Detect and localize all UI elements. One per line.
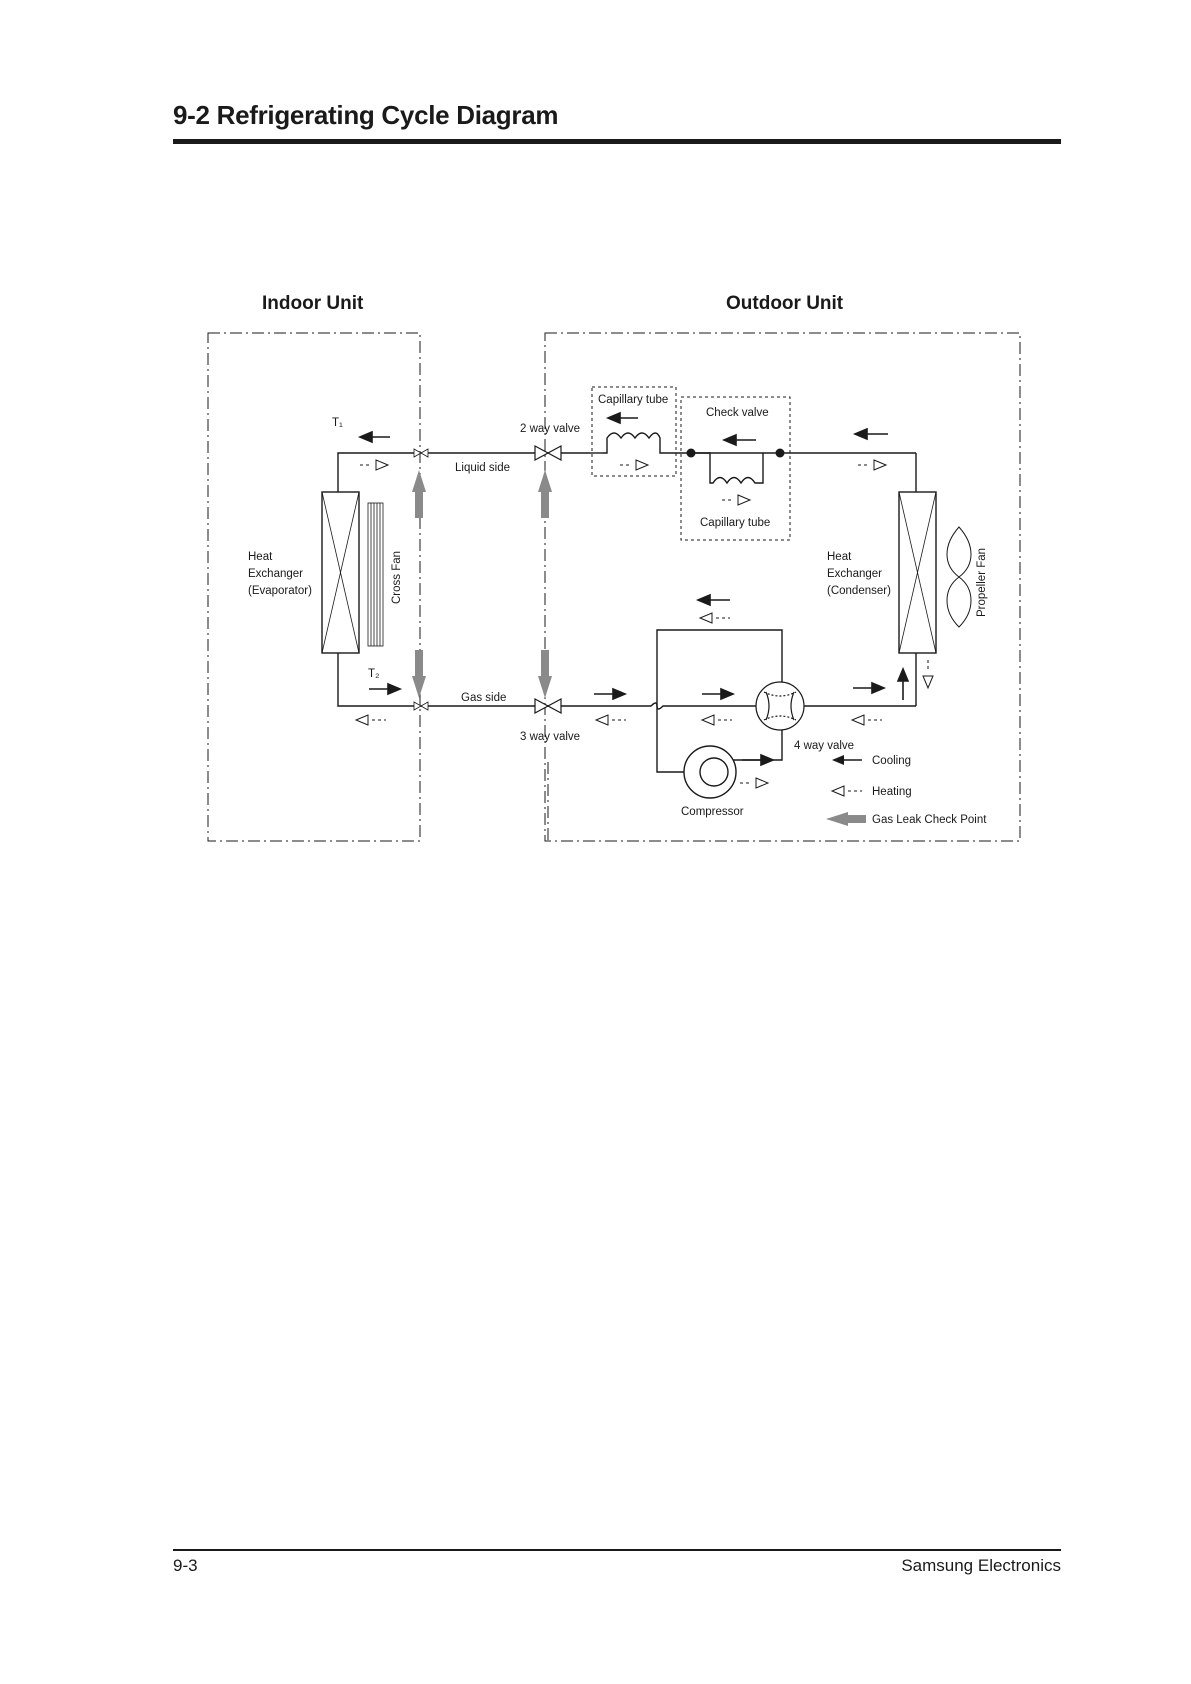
two-way-valve-label: 2 way valve — [520, 423, 580, 435]
cooling-arrow — [721, 433, 756, 447]
compressor-label: Compressor — [681, 806, 744, 818]
three-way-valve-label: 3 way valve — [520, 731, 580, 743]
capillary-tube-top-label: Capillary tube — [598, 394, 668, 406]
legend-cooling-swatch — [832, 755, 862, 765]
four-way-valve-label: 4 way valve — [794, 740, 854, 752]
t2-label: T₂ — [368, 668, 380, 680]
cooling-arrow — [695, 593, 730, 607]
page-title: 9-2 Refrigerating Cycle Diagram — [173, 100, 559, 130]
outdoor-hx-label-2: Exchanger — [827, 568, 882, 580]
page-number: 9-3 — [173, 1556, 198, 1575]
cooling-arrow — [702, 687, 736, 701]
two-way-valve-icon — [534, 444, 562, 462]
legend-gas-leak-label: Gas Leak Check Point — [872, 814, 987, 826]
indoor-hx-label-1: Heat — [248, 551, 273, 563]
indoor-heat-exchanger — [321, 491, 360, 654]
title-rule — [173, 139, 1061, 144]
gas-leak-arrow — [412, 650, 426, 698]
gas-leak-arrow — [412, 470, 426, 518]
capillary-tube-top-box — [591, 386, 677, 477]
legend-heating-swatch — [830, 785, 862, 797]
outdoor-heat-exchanger — [898, 491, 937, 654]
compressor-icon — [683, 745, 737, 799]
heating-arrow — [722, 494, 752, 506]
capillary-tube-bottom-label: Capillary tube — [700, 517, 770, 529]
heating-arrow — [858, 459, 888, 471]
indoor-unit-boundary — [207, 332, 421, 842]
heating-arrow — [354, 714, 386, 726]
legend-gas-leak-swatch — [826, 812, 866, 826]
cooling-arrow — [742, 753, 776, 767]
cooling-arrow — [852, 427, 888, 441]
heating-arrow — [740, 777, 770, 789]
heating-arrow — [698, 612, 730, 624]
cooling-flow-arrows — [357, 411, 910, 767]
check-valve-junction-left — [686, 448, 696, 458]
flare-nut-liquid — [413, 448, 429, 458]
check-valve-junction-right — [775, 448, 785, 458]
cross-fan-label: Cross Fan — [391, 551, 403, 604]
propeller-fan-label: Propeller Fan — [976, 548, 988, 617]
gas-side-label: Gas side — [461, 692, 506, 704]
outdoor-unit-label: Outdoor Unit — [726, 293, 844, 314]
propeller-fan-icon — [946, 526, 972, 628]
heating-arrow — [922, 660, 934, 690]
outdoor-hx-label-1: Heat — [827, 551, 852, 563]
cooling-arrow — [896, 666, 910, 700]
outdoor-unit-boundary — [544, 332, 1021, 842]
cooling-arrow — [594, 687, 628, 701]
legend: Cooling Heating Gas Leak Check Point — [826, 755, 987, 826]
gas-leak-arrow — [538, 470, 552, 518]
t1-label: T₁ — [332, 417, 343, 429]
legend-heating-label: Heating — [872, 786, 912, 798]
footer-brand: Samsung Electronics — [901, 1556, 1061, 1575]
cooling-arrow — [357, 430, 390, 444]
gas-leak-check-arrows — [412, 470, 552, 698]
heating-arrow — [620, 459, 650, 471]
cooling-arrow — [369, 682, 403, 696]
indoor-unit-label: Indoor Unit — [262, 293, 364, 314]
cooling-arrow — [853, 681, 887, 695]
cross-fan-icon — [367, 502, 384, 647]
indoor-hx-label-2: Exchanger — [248, 568, 303, 580]
pipework — [337, 432, 917, 773]
heating-arrow — [594, 714, 626, 726]
gas-leak-arrow — [538, 650, 552, 698]
heating-flow-arrows — [354, 459, 934, 789]
check-valve-label: Check valve — [706, 407, 769, 419]
flare-nut-gas — [413, 701, 429, 711]
indoor-hx-label-3: (Evaporator) — [248, 585, 312, 597]
heating-arrow — [700, 714, 732, 726]
heating-arrow — [360, 459, 390, 471]
liquid-side-label: Liquid side — [455, 462, 510, 474]
footer-rule — [173, 1549, 1061, 1551]
three-way-valve-icon — [534, 697, 562, 715]
heating-arrow — [850, 714, 882, 726]
four-way-valve-icon — [755, 681, 805, 731]
outdoor-hx-label-3: (Condenser) — [827, 585, 891, 597]
legend-cooling-label: Cooling — [872, 755, 911, 767]
check-valve-box — [680, 396, 791, 541]
cooling-arrow — [605, 411, 638, 425]
